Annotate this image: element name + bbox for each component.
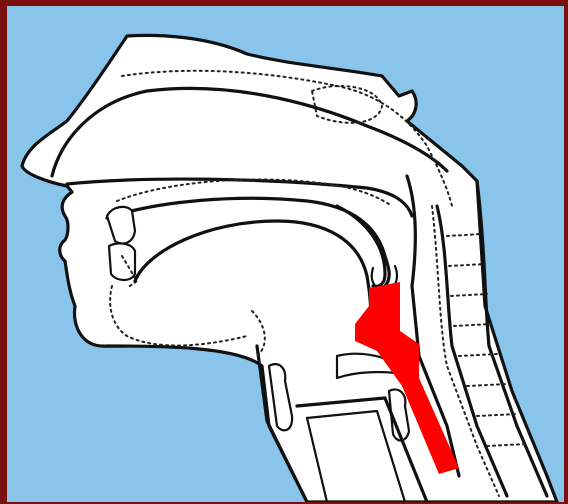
lower-teeth xyxy=(109,243,135,280)
diagram-panel xyxy=(7,6,564,502)
vocal-tract-diagram xyxy=(7,6,564,502)
head-silhouette xyxy=(22,35,557,502)
